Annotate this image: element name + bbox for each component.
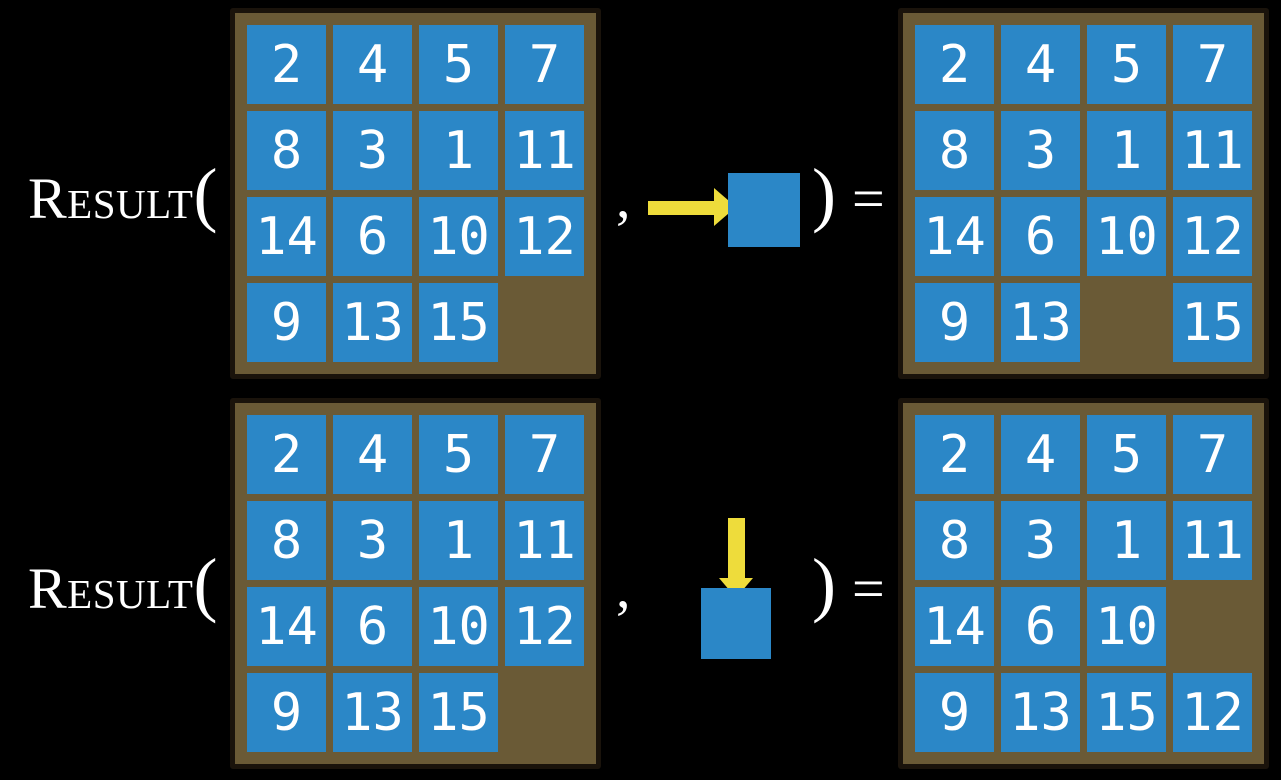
close-paren-equals: )= [812, 548, 885, 620]
puzzle-tile-11: 11 [505, 501, 584, 580]
puzzle-tile-8: 8 [915, 501, 994, 580]
puzzle-tile-10: 10 [419, 197, 498, 276]
puzzle-tile-5: 5 [1087, 415, 1166, 494]
puzzle-tile-3: 3 [1001, 501, 1080, 580]
puzzle-tile-2: 2 [915, 25, 994, 104]
puzzle-tile-14: 14 [247, 587, 326, 666]
puzzle-tile-4: 4 [1001, 415, 1080, 494]
puzzle-tile-1: 1 [1087, 501, 1166, 580]
puzzle-tile-7: 7 [1173, 415, 1252, 494]
puzzle-tile-7: 7 [1173, 25, 1252, 104]
puzzle-tile-3: 3 [333, 501, 412, 580]
open-paren: ( [193, 154, 218, 234]
puzzle-tile-2: 2 [247, 25, 326, 104]
puzzle-tile-11: 11 [1173, 111, 1252, 190]
down-arrow-shaft [728, 518, 745, 579]
puzzle-tile-7: 7 [505, 415, 584, 494]
puzzle-tile-4: 4 [333, 415, 412, 494]
puzzle-tile-1: 1 [419, 501, 498, 580]
puzzle-tile-10: 10 [419, 587, 498, 666]
puzzle-tile-6: 6 [333, 587, 412, 666]
puzzle-tile-11: 11 [505, 111, 584, 190]
puzzle-tile-7: 7 [505, 25, 584, 104]
puzzle-tile-6: 6 [1001, 587, 1080, 666]
puzzle-tile-3: 3 [333, 111, 412, 190]
puzzle-tile-5: 5 [419, 415, 498, 494]
close-paren: ) [812, 154, 836, 234]
right-arrow-shaft [648, 201, 716, 215]
puzzle-tile-12: 12 [505, 587, 584, 666]
puzzle-tile-15: 15 [1087, 673, 1166, 752]
puzzle-tile-13: 13 [1001, 673, 1080, 752]
function-label: Result( [28, 548, 217, 620]
moving-tile-square [728, 173, 800, 247]
puzzle-tile-3: 3 [1001, 111, 1080, 190]
function-name: Result [28, 556, 194, 621]
puzzle-tile-8: 8 [247, 111, 326, 190]
moving-tile-square [701, 588, 771, 659]
puzzle-tile-14: 14 [247, 197, 326, 276]
puzzle-tile-12: 12 [1173, 197, 1252, 276]
function-label: Result( [28, 158, 217, 230]
puzzle-tile-5: 5 [1087, 25, 1166, 104]
puzzle-tile-9: 9 [915, 283, 994, 362]
function-name: Result [28, 166, 194, 231]
equals-sign: = [851, 166, 885, 231]
close-paren: ) [812, 544, 836, 624]
puzzle-tile-1: 1 [1087, 111, 1166, 190]
puzzle-tile-15: 15 [419, 673, 498, 752]
puzzle-tile-10: 10 [1087, 587, 1166, 666]
puzzle-tile-8: 8 [915, 111, 994, 190]
puzzle-tile-2: 2 [915, 415, 994, 494]
equals-sign: = [851, 556, 885, 621]
puzzle-tile-12: 12 [505, 197, 584, 276]
open-paren: ( [193, 544, 218, 624]
puzzle-tile-13: 13 [1001, 283, 1080, 362]
puzzle-tile-9: 9 [247, 283, 326, 362]
puzzle-tile-1: 1 [419, 111, 498, 190]
puzzle-tile-13: 13 [333, 673, 412, 752]
comma-separator: , [616, 555, 631, 620]
puzzle-tile-14: 14 [915, 197, 994, 276]
puzzle-tile-4: 4 [1001, 25, 1080, 104]
close-paren-equals: )= [812, 158, 885, 230]
puzzle-tile-14: 14 [915, 587, 994, 666]
puzzle-tile-6: 6 [1001, 197, 1080, 276]
down-arrow-icon [719, 518, 753, 598]
puzzle-tile-5: 5 [419, 25, 498, 104]
comma-separator: , [616, 165, 631, 230]
puzzle-tile-9: 9 [247, 673, 326, 752]
puzzle-tile-8: 8 [247, 501, 326, 580]
empty-cell [505, 673, 584, 752]
puzzle-tile-13: 13 [333, 283, 412, 362]
puzzle-tile-11: 11 [1173, 501, 1252, 580]
puzzle-tile-2: 2 [247, 415, 326, 494]
empty-cell [1173, 587, 1252, 666]
puzzle-tile-10: 10 [1087, 197, 1166, 276]
puzzle-tile-15: 15 [1173, 283, 1252, 362]
puzzle-tile-15: 15 [419, 283, 498, 362]
puzzle-tile-6: 6 [333, 197, 412, 276]
puzzle-tile-12: 12 [1173, 673, 1252, 752]
puzzle-tile-4: 4 [333, 25, 412, 104]
puzzle-tile-9: 9 [915, 673, 994, 752]
